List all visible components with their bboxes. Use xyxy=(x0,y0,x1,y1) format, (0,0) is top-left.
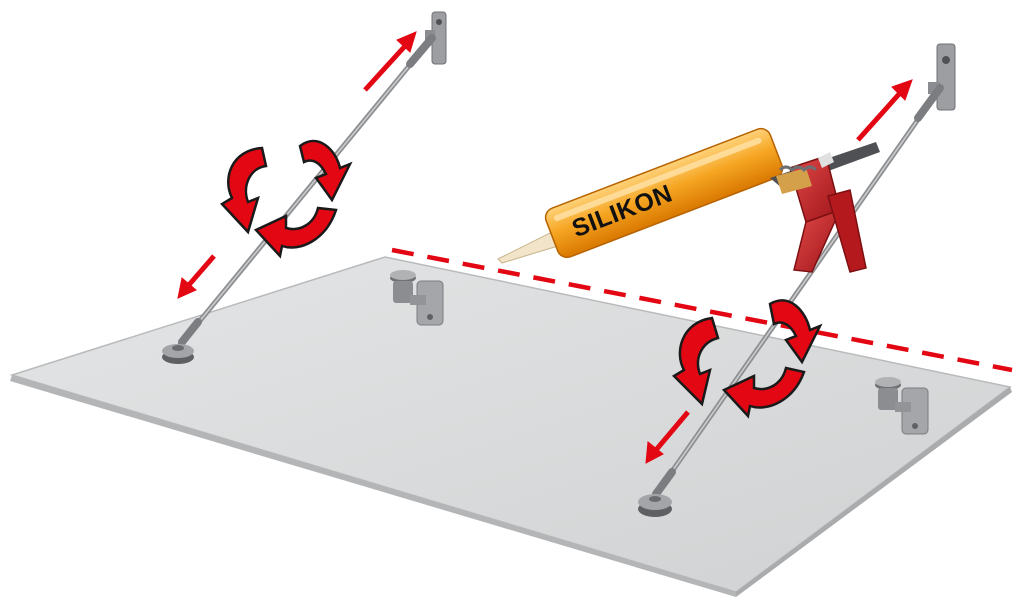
glass-clamp-icon xyxy=(162,344,194,364)
extend-arrow-icon xyxy=(177,31,417,299)
glass-clamp-icon xyxy=(638,494,672,517)
glass-clamp-icon xyxy=(875,377,929,435)
rotate-arrows-icon xyxy=(671,299,823,419)
extend-arrow-icon xyxy=(645,79,913,464)
left-tension-rod xyxy=(162,11,447,364)
glass-clamp-icon xyxy=(390,270,444,326)
right-tension-rod xyxy=(638,43,956,517)
rotate-arrows-icon xyxy=(220,139,353,259)
silicone-gun-icon: SILIKON xyxy=(497,127,880,273)
glass-panel xyxy=(9,256,1012,597)
